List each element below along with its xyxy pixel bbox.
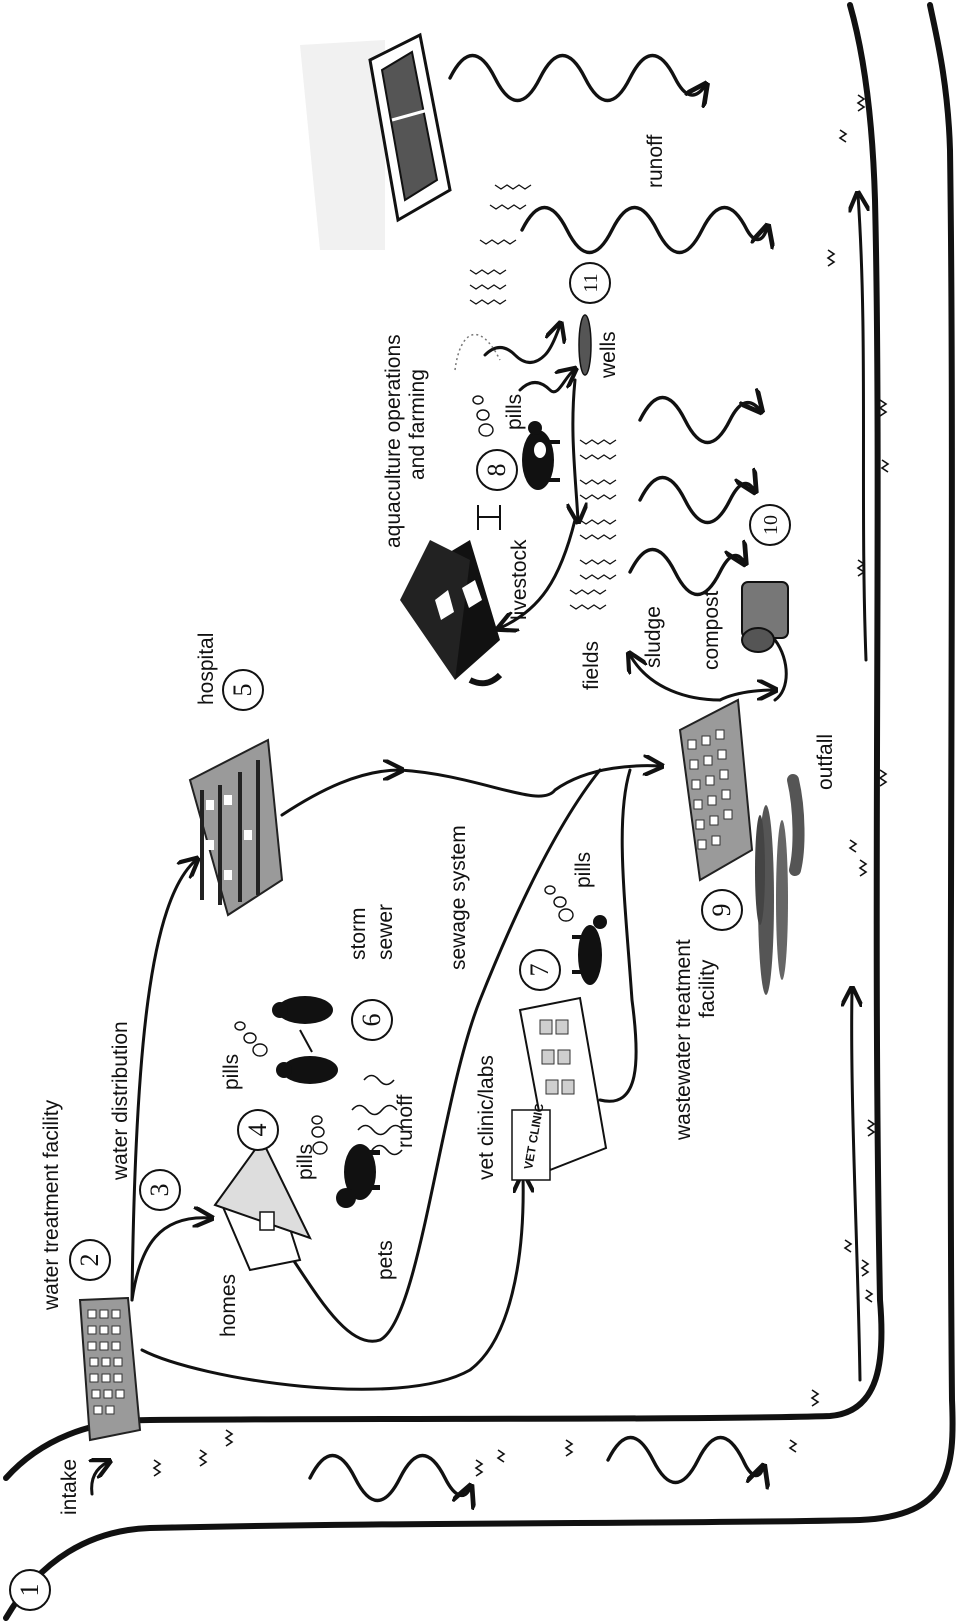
building-icon bbox=[680, 700, 752, 880]
well-icon bbox=[579, 315, 591, 375]
step-marker-2: 2 bbox=[70, 1240, 110, 1280]
step-marker-4: 4 bbox=[238, 1110, 278, 1150]
label-pills-farm: pills bbox=[503, 394, 526, 430]
runoff-to-wells bbox=[520, 370, 574, 392]
runoff-wave bbox=[630, 550, 744, 595]
runoff-wave bbox=[640, 398, 760, 443]
wells-to-fields bbox=[573, 380, 578, 520]
runoff-wave bbox=[608, 1438, 763, 1483]
runoff-wave bbox=[640, 478, 754, 523]
label-vet-clinic: vet clinic/labs bbox=[475, 1055, 498, 1180]
label-wastewater-1: wastewater treatment bbox=[672, 939, 695, 1141]
hospital-to-sewage bbox=[282, 770, 400, 815]
label-water-treatment: water treatment facility bbox=[40, 1099, 63, 1311]
people-icon bbox=[272, 996, 338, 1084]
sewage-to-wastewater bbox=[400, 766, 660, 796]
runoff-wave bbox=[522, 208, 767, 253]
aquaculture-tank-icon bbox=[300, 35, 450, 250]
svg-text:5: 5 bbox=[228, 684, 257, 697]
svg-text:3: 3 bbox=[145, 1184, 174, 1197]
svg-text:7: 7 bbox=[525, 964, 554, 977]
barn-icon bbox=[400, 540, 500, 683]
label-hospital: hospital bbox=[195, 633, 218, 705]
dog-icon bbox=[336, 1144, 380, 1208]
step-marker-10: 10 bbox=[750, 505, 790, 545]
label-wells: wells bbox=[597, 331, 620, 379]
label-compost: compost bbox=[700, 590, 723, 670]
flow-to-homes bbox=[132, 1218, 210, 1300]
step-marker-8: 8 bbox=[477, 450, 517, 490]
river-current-arrow bbox=[852, 990, 860, 1380]
label-sewer: sewer bbox=[374, 904, 397, 960]
runoff-to-wells bbox=[485, 325, 560, 363]
label-fields: fields bbox=[580, 641, 603, 690]
svg-text:1: 1 bbox=[15, 1584, 44, 1597]
label-homes: homes bbox=[217, 1274, 240, 1337]
label-aquaculture-2: and farming bbox=[406, 369, 429, 480]
step-marker-7: 7 bbox=[520, 950, 560, 990]
label-livestock: livestock bbox=[508, 539, 531, 620]
river-bank-inner bbox=[6, 5, 882, 1478]
compost-bin-icon bbox=[742, 582, 788, 652]
cow-icon bbox=[522, 421, 560, 490]
label-sludge: sludge bbox=[642, 606, 665, 668]
svg-text:9: 9 bbox=[707, 904, 736, 917]
label-outfall: outfall bbox=[814, 734, 837, 790]
step-marker-1: 1 bbox=[10, 1570, 50, 1610]
step-marker-6: 6 bbox=[352, 1000, 392, 1040]
outfall-plume bbox=[755, 780, 799, 995]
step-marker-5: 5 bbox=[223, 670, 263, 710]
dog-icon bbox=[572, 915, 607, 985]
river-bank-outer bbox=[6, 5, 953, 1618]
flow-to-hospital bbox=[132, 860, 196, 1300]
label-aquaculture-1: aquaculture operations bbox=[382, 334, 405, 548]
svg-text:11: 11 bbox=[580, 273, 602, 292]
treatment-to-vet bbox=[142, 1176, 523, 1389]
compost-to-wastewater bbox=[775, 640, 786, 700]
label-runoff-farm: runoff bbox=[644, 135, 667, 188]
label-pills-people: pills bbox=[220, 1054, 243, 1090]
label-runoff-storm: runoff bbox=[394, 1095, 417, 1148]
label-pills-vet: pills bbox=[572, 852, 595, 888]
river-current-arrow bbox=[858, 195, 866, 660]
hospital-icon bbox=[190, 740, 282, 915]
label-sewage-system: sewage system bbox=[447, 825, 470, 970]
vet-to-wastewater bbox=[600, 770, 636, 1101]
runoff-wave bbox=[310, 1456, 470, 1501]
label-storm: storm bbox=[347, 908, 370, 961]
pivot-icon bbox=[455, 335, 500, 370]
step-marker-3: 3 bbox=[140, 1170, 180, 1210]
label-pills-home: pills bbox=[294, 1144, 317, 1180]
svg-text:8: 8 bbox=[482, 464, 511, 477]
label-wastewater-2: facility bbox=[696, 959, 719, 1018]
intake-arrow bbox=[92, 1462, 108, 1494]
step-marker-11: 11 bbox=[570, 263, 610, 303]
svg-text:4: 4 bbox=[243, 1124, 272, 1137]
label-pets: pets bbox=[374, 1240, 397, 1280]
step-marker-9: 9 bbox=[702, 890, 742, 930]
label-water-distribution: water distribution bbox=[109, 1021, 132, 1181]
svg-text:10: 10 bbox=[760, 515, 782, 535]
svg-text:6: 6 bbox=[357, 1014, 386, 1027]
fence-icon bbox=[478, 505, 500, 530]
label-intake: intake bbox=[58, 1459, 81, 1515]
building-icon bbox=[80, 1298, 140, 1440]
runoff-wave bbox=[450, 56, 705, 101]
crop-field-icon bbox=[470, 185, 616, 609]
svg-text:2: 2 bbox=[75, 1254, 104, 1267]
wastewater-to-compost bbox=[720, 690, 774, 700]
